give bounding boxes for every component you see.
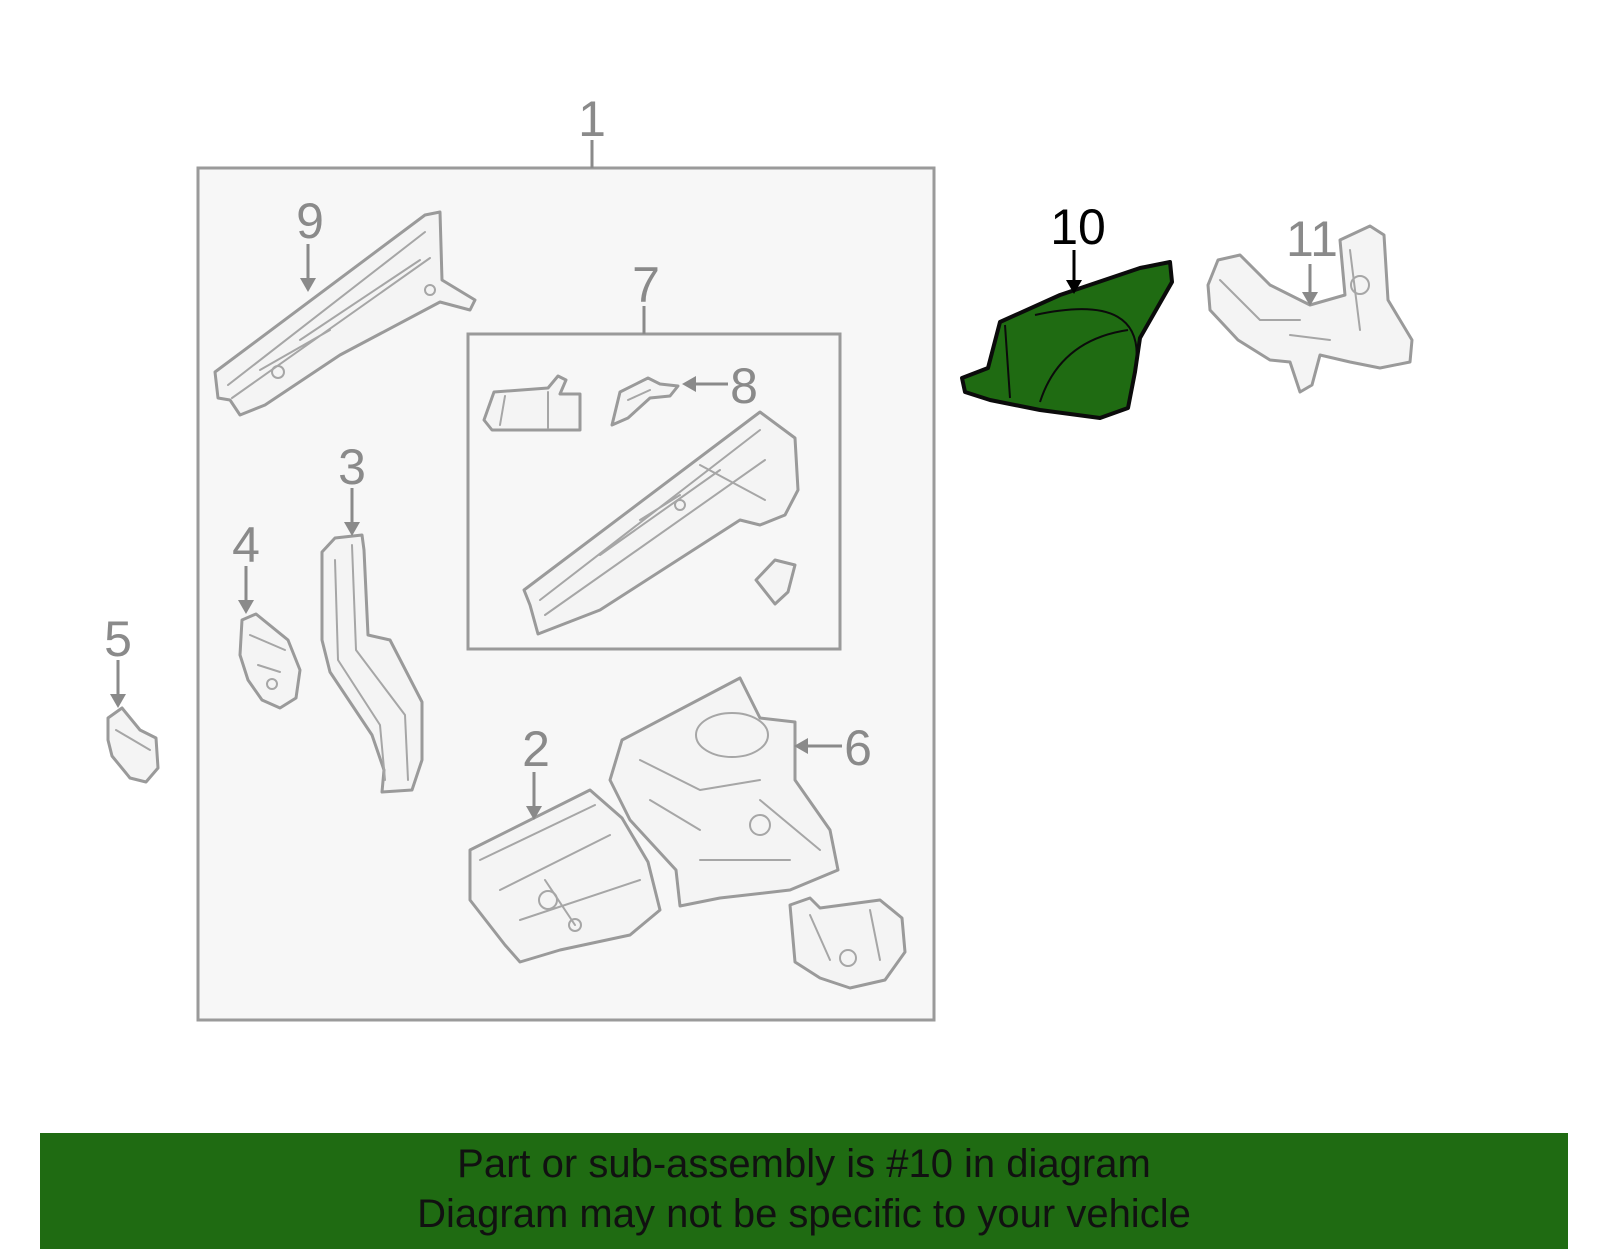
arrowhead-2 — [526, 806, 542, 820]
arrowhead-10 — [1066, 280, 1082, 294]
part-11-bracket — [1206, 224, 1414, 394]
arrowhead-4 — [238, 600, 254, 614]
arrowhead-6 — [794, 738, 808, 754]
callout-5: 5 — [104, 611, 132, 667]
part-9-upper-rail — [213, 210, 477, 417]
callout-6: 6 — [844, 720, 872, 776]
arrowhead-5 — [110, 694, 126, 708]
callout-4: 4 — [232, 517, 260, 573]
part-5-bracket — [106, 706, 160, 784]
part-7-small-tab — [754, 558, 797, 606]
part-6-wheelhouse — [608, 676, 840, 908]
callout-9: 9 — [296, 193, 324, 249]
part-8-clip — [610, 376, 680, 427]
arrowhead-3 — [344, 522, 360, 536]
callout-2: 2 — [522, 721, 550, 777]
part-3-pillar — [320, 533, 424, 794]
arrowhead-9 — [300, 278, 316, 292]
callout-3: 3 — [338, 439, 366, 495]
callout-10: 10 — [1050, 199, 1106, 255]
callout-7: 7 — [632, 257, 660, 313]
part-4-bracket — [238, 612, 302, 710]
callout-8: 8 — [730, 358, 758, 414]
part-7-main-rail — [522, 410, 800, 636]
part-7-bracket-small — [482, 374, 582, 432]
arrowhead-8 — [682, 376, 696, 392]
part-6-lower-piece — [788, 896, 907, 990]
info-banner: Part or sub-assembly is #10 in diagram D… — [40, 1133, 1568, 1249]
part-10-highlighted — [960, 260, 1174, 420]
banner-line-2: Diagram may not be specific to your vehi… — [417, 1192, 1191, 1236]
part-2-apron — [468, 788, 662, 964]
banner-line-1: Part or sub-assembly is #10 in diagram — [457, 1142, 1151, 1186]
callout-11: 11 — [1286, 211, 1338, 267]
callout-1: 1 — [578, 91, 606, 147]
arrowhead-11 — [1302, 292, 1318, 306]
